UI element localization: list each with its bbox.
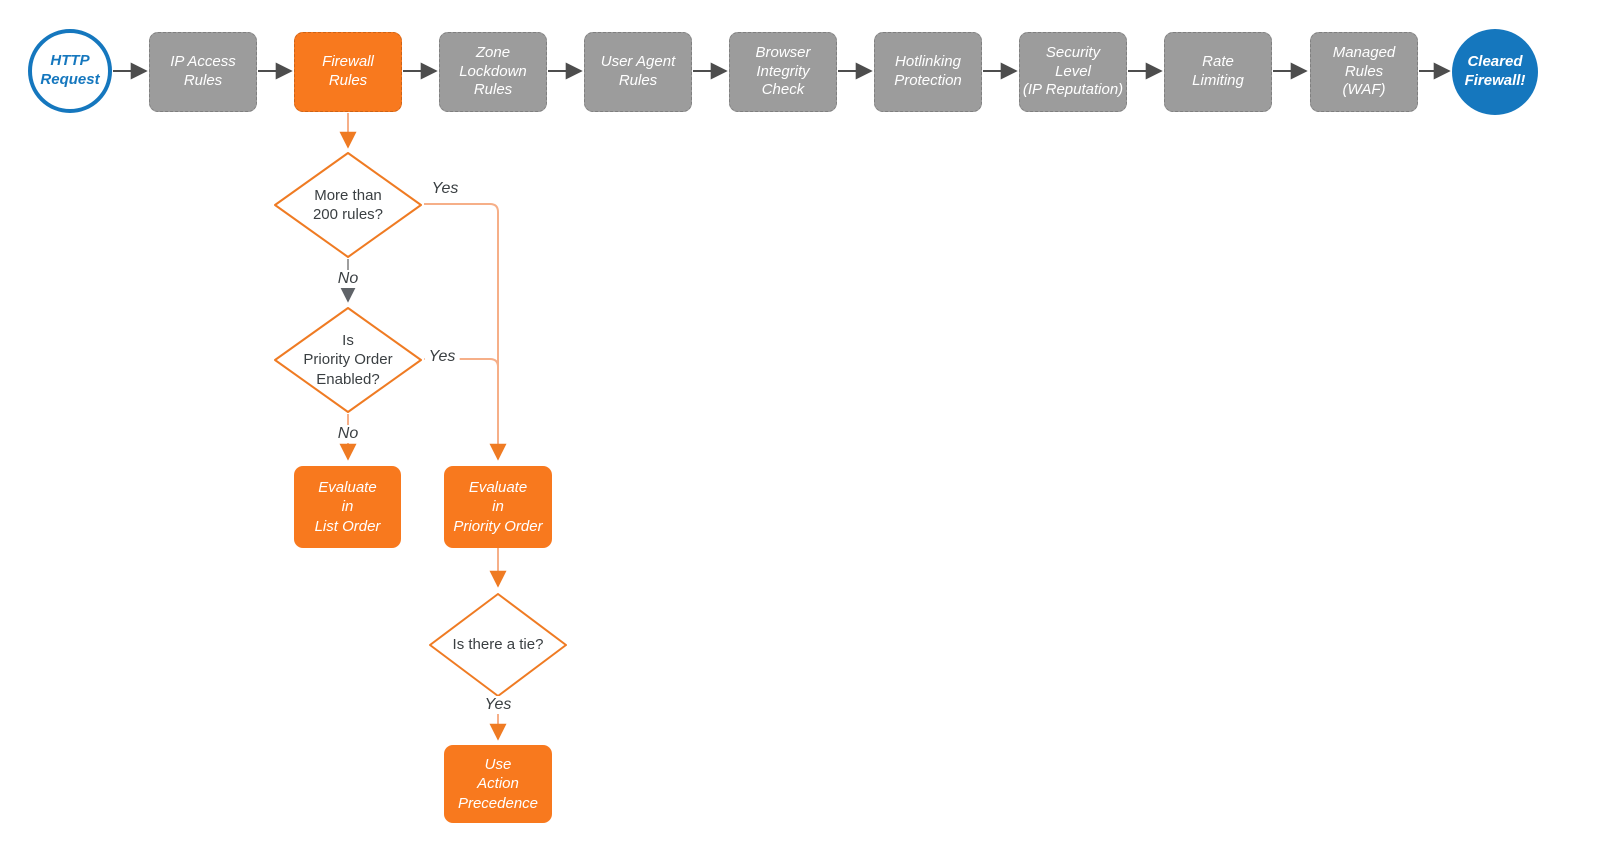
decision-question: Is there a tie? xyxy=(452,636,544,654)
node-http-request: HTTP Request xyxy=(28,29,112,113)
stage-label: Zone Lockdown Rules xyxy=(459,43,527,99)
stage-rate-limiting: Rate Limiting xyxy=(1164,32,1272,112)
decision-priority-order-enabled: Is Priority Order Enabled? xyxy=(273,307,423,413)
stage-label: IP Access Rules xyxy=(170,53,236,89)
decision-is-there-a-tie: Is there a tie? xyxy=(428,593,568,697)
branch-label-no-200: No xyxy=(333,270,363,288)
stage-label: Managed Rules (WAF) xyxy=(1332,43,1396,99)
arrow-yes-priority-enabled-join xyxy=(424,358,499,368)
branch-label-yes-200: Yes xyxy=(427,180,463,198)
node-label: Evaluate in Priority Order xyxy=(453,478,543,535)
stage-label: Hotlinking Protection xyxy=(894,53,962,89)
stage-user-agent-rules: User Agent Rules xyxy=(584,32,692,112)
node-cleared-firewall: Cleared Firewall! xyxy=(1452,29,1538,115)
stage-managed-rules-waf: Managed Rules (WAF) xyxy=(1310,32,1418,112)
node-evaluate-priority-order: Evaluate in Priority Order xyxy=(444,466,552,548)
node-use-action-precedence: Use Action Precedence xyxy=(444,745,552,823)
node-evaluate-list-order: Evaluate in List Order xyxy=(294,466,401,548)
node-label: Evaluate in List Order xyxy=(314,478,381,535)
stage-zone-lockdown-rules: Zone Lockdown Rules xyxy=(439,32,547,112)
branch-label-no-priority: No xyxy=(333,425,363,443)
diamond-shape xyxy=(274,307,422,413)
diamond-shape xyxy=(274,152,422,258)
stage-browser-integrity-check: Browser Integrity Check xyxy=(729,32,837,112)
node-label: Cleared Firewall! xyxy=(1464,53,1526,89)
stage-label: Rate Limiting xyxy=(1192,53,1244,89)
decision-question: More than 200 rules? xyxy=(312,186,384,224)
stage-label: Firewall Rules xyxy=(322,53,374,89)
decision-more-than-200-rules: More than 200 rules? xyxy=(273,152,423,258)
stage-ip-access-rules: IP Access Rules xyxy=(149,32,257,112)
stage-label: Browser Integrity Check xyxy=(755,43,811,99)
branch-label-yes-tie: Yes xyxy=(480,696,516,714)
node-label: Use Action Precedence xyxy=(457,755,539,812)
stage-label: User Agent Rules xyxy=(600,53,676,89)
decision-question: Is Priority Order Enabled? xyxy=(303,331,393,388)
stage-hotlinking-protection: Hotlinking Protection xyxy=(874,32,982,112)
stage-firewall-rules: Firewall Rules xyxy=(294,32,402,112)
stage-label: Security Level (IP Reputation) xyxy=(1022,43,1124,99)
arrow-yes-200-to-priority-order xyxy=(424,203,507,461)
stage-security-level: Security Level (IP Reputation) xyxy=(1019,32,1127,112)
node-label: HTTP Request xyxy=(40,52,100,88)
branch-label-yes-priority: Yes xyxy=(424,348,460,366)
